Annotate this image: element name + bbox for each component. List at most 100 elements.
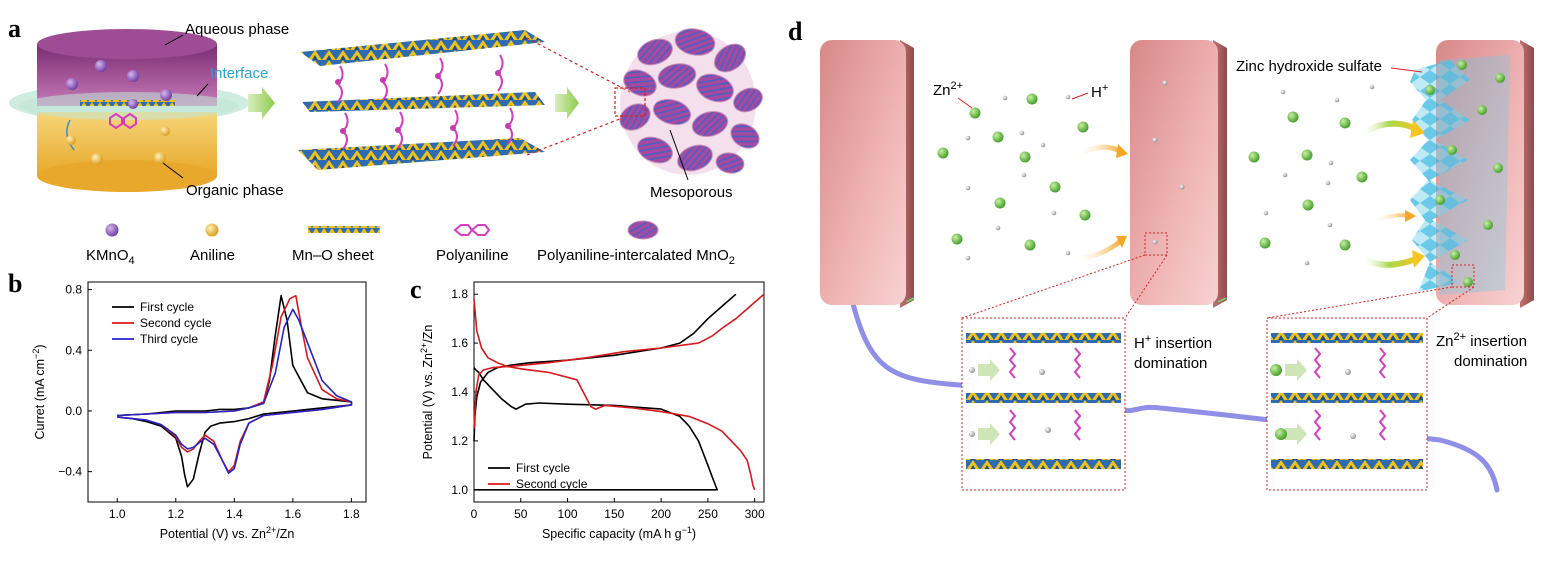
- panel-a: a Aqueous phase Interface: [8, 14, 763, 267]
- mno-sheet-top: [300, 30, 545, 66]
- series-line: [473, 367, 718, 491]
- zn-leader: [957, 97, 973, 109]
- zn-ion: [1339, 117, 1351, 129]
- migration-arrow-head: [1410, 120, 1425, 138]
- electrode-middle-face: [1130, 40, 1218, 305]
- proton: [1304, 260, 1310, 266]
- proton: [1002, 95, 1008, 101]
- h-domination-label: domination: [1134, 355, 1207, 372]
- electrode-middle: [1130, 40, 1227, 308]
- proton: [1019, 130, 1025, 136]
- zn-ion: [1356, 171, 1368, 183]
- zn-ion: [1339, 239, 1351, 251]
- migration-arrow: [1358, 254, 1420, 268]
- aqueous-phase-top: [37, 29, 217, 59]
- proton: [1021, 172, 1027, 178]
- h-ion-label: H+: [1091, 82, 1108, 101]
- pani-chain: [1073, 347, 1082, 379]
- migration-arrow: [1074, 238, 1124, 261]
- interface-label: Interface: [210, 65, 268, 82]
- electrode-right: [1410, 40, 1534, 308]
- zn-in-zhs: [1493, 163, 1503, 173]
- zn-ion: [1301, 149, 1313, 161]
- proton: [1325, 180, 1331, 186]
- legend-mno-sheet: Mn–O sheet: [292, 247, 375, 264]
- zn-ion: [1248, 151, 1260, 163]
- y-tick-label: 1.6: [451, 336, 468, 350]
- electrolyte-region-2: [1248, 67, 1425, 268]
- y-tick-label: 1.0: [451, 483, 468, 497]
- series-line: [473, 293, 765, 429]
- x-tick-label: 1.6: [284, 507, 301, 521]
- pani-chain: [1313, 409, 1322, 441]
- proton: [1039, 369, 1045, 375]
- pani-node: [435, 73, 441, 79]
- organic-leader: [162, 162, 184, 179]
- proton: [995, 225, 1001, 231]
- proton-in-electrode: [1162, 80, 1168, 86]
- y-tick-label: 1.4: [451, 385, 468, 399]
- pani-mno2-particle: [623, 69, 657, 97]
- x-tick-label: 100: [558, 507, 578, 521]
- legend-entry: Second cycle: [140, 316, 212, 330]
- electrolyte-region-1: [937, 92, 1128, 261]
- proton: [1051, 210, 1057, 216]
- pani-node: [335, 79, 341, 85]
- h-insertion-label: H+ insertion: [1134, 333, 1212, 352]
- insertion-arrow: [1285, 359, 1307, 381]
- migration-arrow: [1371, 213, 1411, 224]
- x-axis-label: Specific capacity (mA h g−1): [542, 525, 696, 541]
- x-tick-label: 200: [651, 507, 671, 521]
- layered-pani-mno2: [298, 30, 545, 170]
- x-tick-label: 300: [745, 507, 765, 521]
- kmno4-ball: [160, 89, 172, 101]
- zoom-line-bottom: [526, 114, 631, 156]
- proton: [1040, 142, 1046, 148]
- mno-sheet-middle: [302, 92, 545, 112]
- zn-ion: [1302, 199, 1314, 211]
- legend-mno-sheet-icon: [308, 226, 380, 233]
- zn-ion: [1079, 209, 1091, 221]
- zn-ion: [951, 233, 963, 245]
- h-insertion-structure: [961, 317, 1126, 491]
- h-sheet-top: [966, 333, 1121, 343]
- zhs-label: Zinc hydroxide sulfate: [1236, 58, 1382, 75]
- x-tick-label: 250: [698, 507, 718, 521]
- zoom-line-top: [526, 37, 631, 93]
- pani-mno2-particle: [674, 28, 716, 56]
- panel-label-c: c: [410, 275, 422, 304]
- y-tick-label: 1.8: [451, 287, 468, 301]
- zoom-line: [1124, 254, 1168, 319]
- insertion-arrow: [978, 359, 1000, 381]
- zoom-box-zn: [1451, 264, 1475, 288]
- pani-node: [380, 77, 386, 83]
- electrode-left-edge: [905, 297, 915, 303]
- proton: [1369, 84, 1375, 90]
- pani-mno2-particle: [730, 123, 760, 149]
- proton: [965, 255, 971, 261]
- proton: [1045, 427, 1051, 433]
- panel-d: d: [788, 17, 1534, 493]
- legend-entry: First cycle: [516, 461, 570, 475]
- interface-aniline-ring: [109, 112, 137, 130]
- y-tick-label: 0.0: [65, 404, 82, 418]
- migration-arrow-head: [1116, 144, 1128, 158]
- y-tick-label: 0.8: [65, 283, 82, 297]
- zn-in-zhs: [1457, 60, 1467, 70]
- legend-kmno4: KMnO4: [86, 247, 135, 267]
- proton: [1263, 210, 1269, 216]
- pani-mno2-particle: [637, 136, 673, 164]
- pani-node: [505, 123, 511, 129]
- electrode-left: [820, 40, 915, 308]
- zn-ion: [1077, 121, 1089, 133]
- pani-chain: [1378, 347, 1387, 379]
- pani-mno2-particle: [637, 38, 673, 66]
- zn-insertion-structure: [1266, 317, 1428, 491]
- pani-mno2-particle: [691, 111, 729, 137]
- aqueous-leader: [164, 34, 184, 46]
- zn-ion: [1270, 364, 1282, 376]
- zn-in-zhs: [1450, 250, 1460, 260]
- zn-sheet-top: [1271, 333, 1423, 343]
- kmno4-ball: [128, 99, 138, 109]
- zhs-overlay: [1440, 55, 1510, 295]
